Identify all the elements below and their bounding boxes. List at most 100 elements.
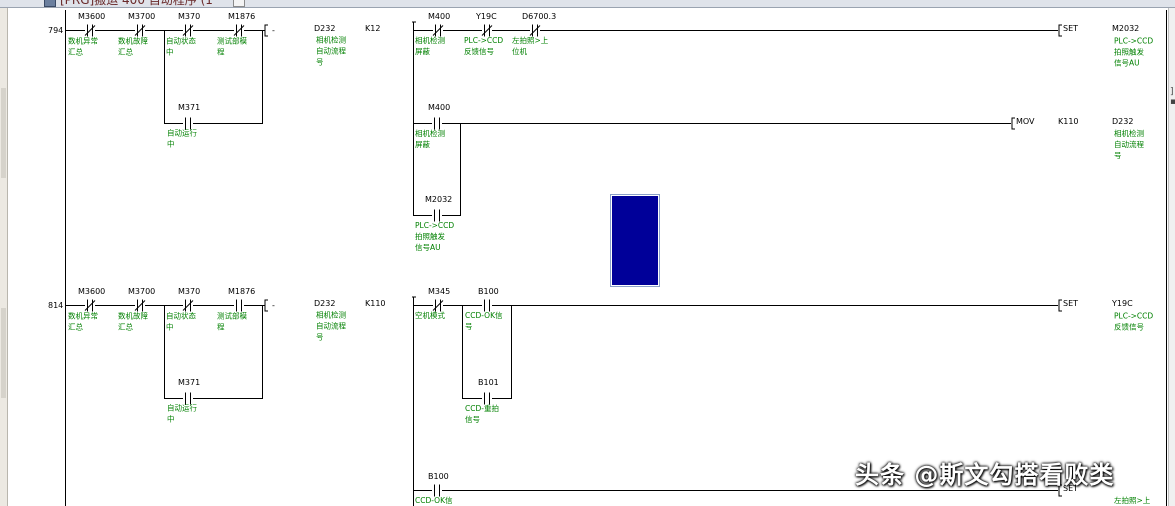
m370-nc-contact[interactable]: [182, 299, 194, 312]
device-comment: 号: [316, 333, 324, 342]
device-comment: 拍照触发: [1114, 47, 1144, 57]
device-comment: PLC->CCD: [415, 221, 454, 230]
device-comment: 程: [217, 323, 225, 332]
compare-op1: D232: [314, 299, 335, 308]
mov-destination: D232: [1112, 117, 1133, 126]
device-label: M400: [428, 103, 450, 112]
selection-cursor[interactable]: [610, 194, 660, 287]
m370-nc-contact[interactable]: [182, 24, 194, 37]
device-comment: 数机故障: [118, 36, 148, 46]
device-comment: 空机模式: [415, 310, 445, 320]
device-comment: 反馈信号: [1114, 322, 1144, 332]
compare-operator: -: [272, 301, 275, 310]
device-label: Y19C: [475, 12, 497, 21]
device-label: M3600: [78, 12, 105, 21]
device-comment: 相机检测: [1114, 128, 1144, 138]
step-number: 794: [48, 26, 63, 35]
m400-nc-contact[interactable]: [432, 24, 444, 37]
contacts-layer: [84, 24, 541, 497]
mov-source: K110: [1058, 117, 1079, 126]
m400-sub-no-contact[interactable]: [434, 117, 440, 130]
b101-no-contact[interactable]: [484, 392, 490, 405]
device-comment: 自动状态: [166, 36, 196, 46]
device-comment: 中: [167, 139, 175, 149]
device-comment: 反馈信号: [464, 46, 494, 56]
device-label: B100: [478, 287, 499, 296]
m2032-no-contact[interactable]: [434, 209, 440, 222]
scroll-marker-icon: ]: [1170, 87, 1174, 97]
device-comment: 自动运行: [167, 403, 197, 413]
instruction-label: SET: [1063, 24, 1078, 33]
d6700-3-nc-contact[interactable]: [529, 24, 541, 37]
m371-no-contact[interactable]: [185, 392, 191, 405]
device-comment: 信号: [465, 414, 480, 424]
device-label: D6700.3: [522, 12, 556, 21]
device-comment: 号: [316, 58, 324, 67]
device-comment: 数机异常: [68, 36, 98, 46]
device-label: M400: [428, 12, 450, 21]
device-comment: 信号AU: [1114, 58, 1140, 68]
device-label: M1876: [228, 12, 255, 21]
device-label: B100: [428, 472, 449, 481]
device-comment: PLC->CCD: [464, 36, 503, 45]
device-comment: 左拍照>上: [1114, 495, 1151, 505]
m1876-no-contact[interactable]: [236, 299, 242, 312]
device-comment: 自动流程: [1114, 139, 1144, 149]
device-comment: CCD-重拍: [465, 403, 499, 413]
device-label: M3600: [78, 287, 105, 296]
device-label: M345: [428, 287, 450, 296]
watermark-text: 头条 @斯文勾搭看败类: [855, 461, 1115, 489]
scroll-marker-icon: ▪: [1170, 97, 1175, 107]
device-comment: 相机检测: [316, 35, 346, 45]
m3600-nc-contact[interactable]: [84, 24, 96, 37]
compare-operator: -: [272, 26, 275, 35]
output-device: M2032: [1112, 24, 1139, 33]
device-comment: 屏蔽: [415, 139, 430, 149]
device-comment: 号: [465, 322, 473, 331]
device-label: M370: [178, 287, 200, 296]
m3600-nc-contact[interactable]: [84, 299, 96, 312]
device-comment: CCD-OK信: [415, 495, 453, 505]
device-comment: 中: [166, 322, 174, 332]
m345-nc-contact[interactable]: [432, 299, 444, 312]
device-label: M370: [178, 12, 200, 21]
tab-close-icon[interactable]: [233, 0, 245, 7]
device-comment: 汇总: [118, 47, 133, 57]
editor-tab-bar: [PRG]搬运 400 自动程序 (1: [0, 0, 1175, 8]
device-label: M371: [178, 378, 200, 387]
device-comment: 汇总: [68, 322, 83, 332]
device-comment: 中: [166, 47, 174, 57]
device-comment: 中: [167, 414, 175, 424]
device-comment: 汇总: [118, 322, 133, 332]
device-label: M3700: [128, 287, 155, 296]
device-label: M1876: [228, 287, 255, 296]
compare-op1: D232: [314, 24, 335, 33]
output-device: Y19C: [1111, 299, 1133, 308]
compare-op2: K12: [365, 24, 380, 33]
m1876-nc-contact[interactable]: [233, 24, 245, 37]
m3700-nc-contact[interactable]: [134, 24, 146, 37]
device-label: B101: [478, 378, 499, 387]
device-comment: 屏蔽: [415, 46, 430, 56]
left-panel-edge: [0, 8, 8, 506]
b100-sub-no-contact[interactable]: [434, 484, 440, 497]
m371-no-contact[interactable]: [185, 117, 191, 130]
device-comment: 自动运行: [167, 128, 197, 138]
vertical-scrollbar[interactable]: ] ▪: [1168, 8, 1175, 506]
m3700-nc-contact[interactable]: [134, 299, 146, 312]
program-file-icon: [44, 0, 56, 7]
device-comment: 数机异常: [68, 311, 98, 321]
device-comment: PLC->CCD: [1114, 312, 1153, 321]
editor-tab-title[interactable]: [PRG]搬运 400 自动程序 (1: [60, 0, 213, 7]
b100-no-contact[interactable]: [484, 299, 490, 312]
device-comment: 相机检测: [415, 128, 445, 138]
instruction-label: SET: [1063, 299, 1078, 308]
device-comment: 相机检测: [316, 310, 346, 320]
instruction-label: SET: [1063, 484, 1078, 493]
device-comment: 数机故障: [118, 311, 148, 321]
device-comment: 相机检测: [415, 35, 445, 45]
y19c-nc-contact[interactable]: [481, 24, 493, 37]
device-comment: 自动流程: [316, 321, 346, 331]
device-label: M371: [178, 103, 200, 112]
